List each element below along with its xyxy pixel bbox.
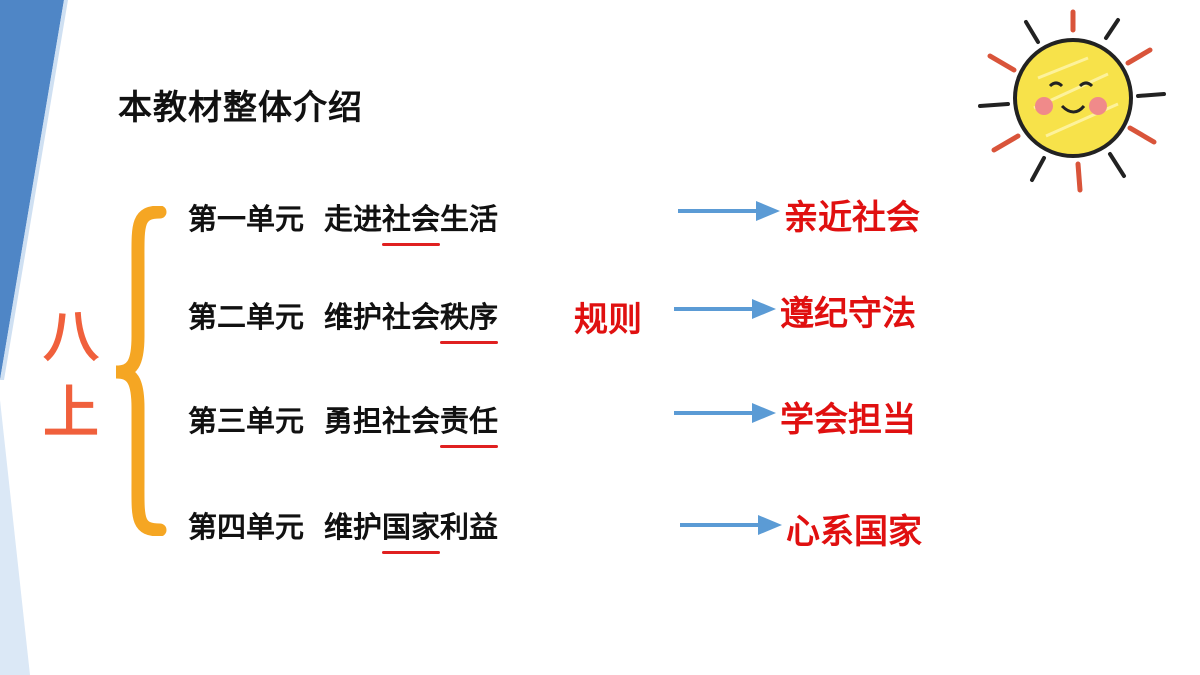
unit-row-3: 第三单元勇担社会责任 (188, 398, 499, 448)
curly-brace (115, 206, 167, 536)
left-decoration (0, 0, 68, 675)
unit-result-4: 心系国家 (786, 512, 922, 552)
unit-name-underlined: 秩序 (440, 294, 499, 344)
unit-name: 走进社会生活 (324, 196, 499, 246)
unit-name: 维护国家利益 (324, 504, 499, 554)
unit-name-underlined: 国家 (382, 504, 441, 554)
grade-label-char: 八 (43, 305, 99, 370)
arrow-right-icon (674, 403, 776, 423)
unit-row-2: 第二单元维护社会秩序 (188, 294, 499, 344)
unit-result-1: 亲近社会 (784, 198, 920, 238)
unit-name-text: 勇担社会 (324, 404, 441, 438)
grade-label-char: 上 (43, 381, 99, 446)
unit-row-1: 第一单元走进社会生活 (188, 196, 499, 246)
unit-result-2: 遵纪守法 (780, 294, 916, 334)
unit-name-text: 利益 (440, 510, 499, 544)
page-title: 本教材整体介绍 (118, 88, 363, 128)
unit-name-text: 维护 (324, 510, 383, 544)
unit-name: 勇担社会责任 (324, 398, 499, 448)
grade-label: 八 上 (36, 300, 106, 452)
arrow-right-icon (680, 515, 782, 535)
unit-result-3: 学会担当 (780, 400, 916, 440)
sun-icon (978, 9, 1166, 193)
unit-number: 第四单元 (188, 510, 305, 544)
unit-number: 第三单元 (188, 404, 305, 438)
unit-name-text: 走进 (324, 202, 383, 236)
arrow-right-icon (678, 201, 780, 221)
unit-row-4: 第四单元维护国家利益 (188, 504, 499, 554)
arrow-right-icon (674, 299, 776, 319)
unit-name-text: 生活 (440, 202, 499, 236)
unit-name-underlined: 责任 (440, 398, 499, 448)
unit-name-text: 维护社会 (324, 300, 441, 334)
unit-name-underlined: 社会 (382, 196, 441, 246)
unit-number: 第二单元 (188, 300, 305, 334)
unit-number: 第一单元 (188, 202, 305, 236)
unit-name: 维护社会秩序 (324, 294, 499, 344)
rules-keyword: 规则 (574, 300, 642, 340)
